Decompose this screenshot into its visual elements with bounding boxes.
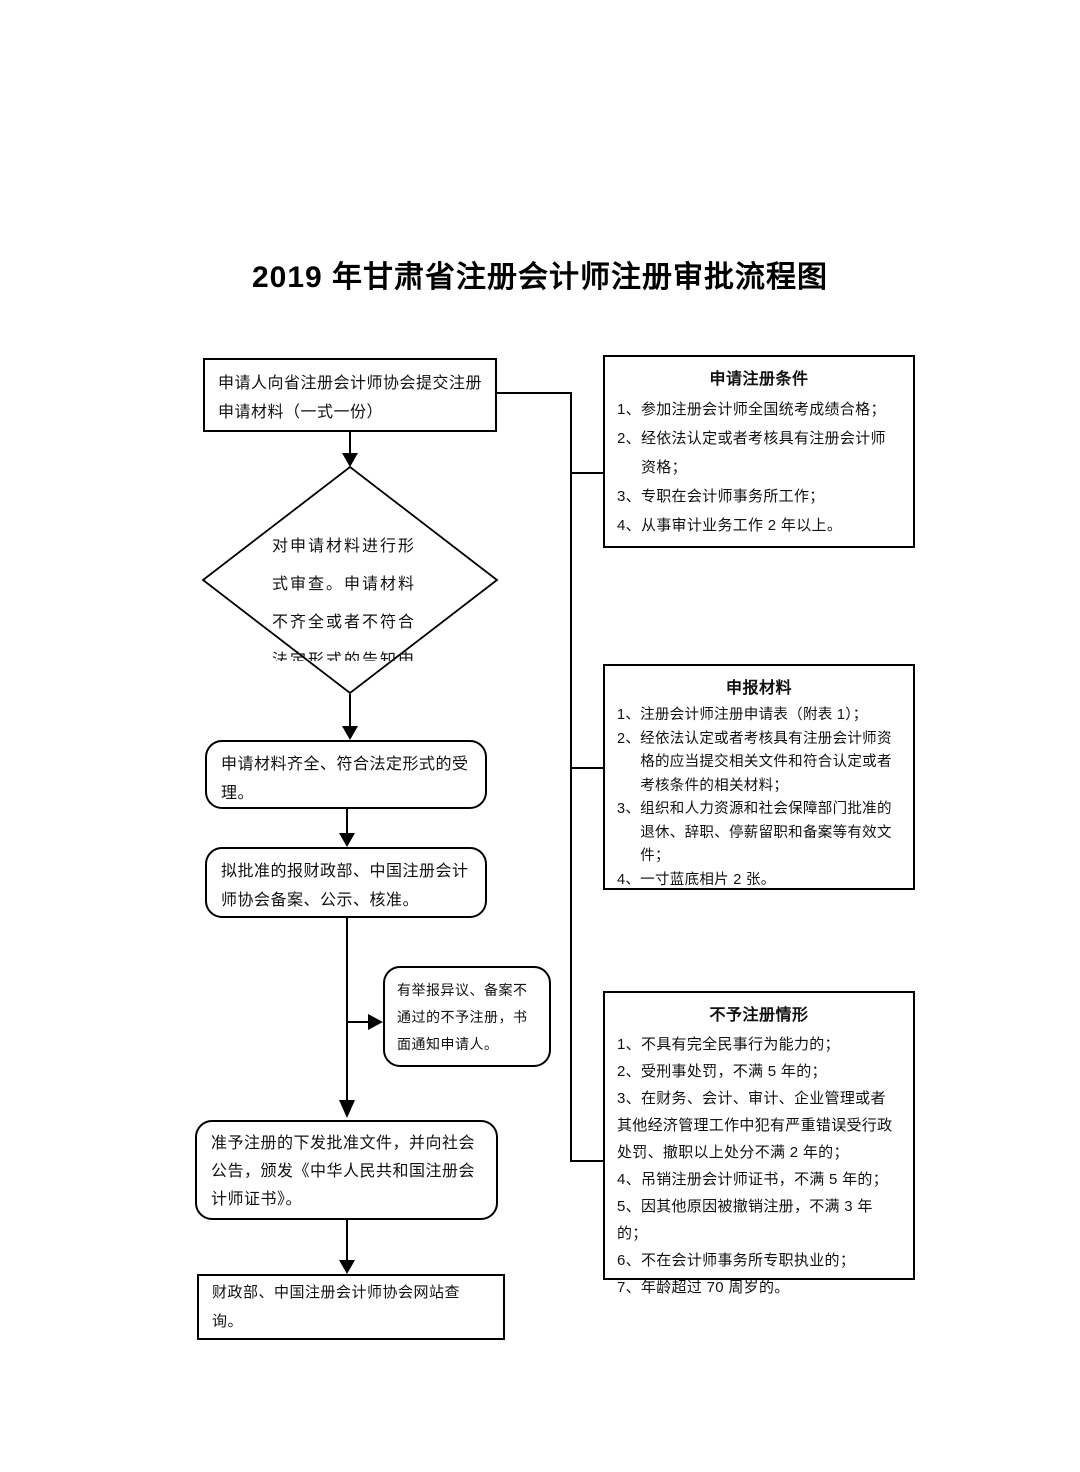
step-approval-filing: 拟批准的报财政部、中国注册会计师协会备案、公示、核准。 [205,847,487,918]
material-item-2: 2、经依法认定或者考核具有注册会计师资格的应当提交相关文件和符合认定或者考核条件… [617,730,892,794]
arrow-approve-to-grant-head [339,1100,355,1118]
condition-item-4: 4、从事审计业务工作 2 年以上。 [617,517,843,534]
step-website-query-label: 财政部、中国注册会计师协会网站查询。 [212,1284,461,1330]
step-rejection-notice-label: 有举报异议、备案不通过的不予注册，书面通知申请人。 [397,982,528,1052]
step-website-query: 财政部、中国注册会计师协会网站查询。 [197,1274,505,1340]
panel-denial-cases-title: 不予注册情形 [709,1007,809,1024]
arrow-branch-to-notify-head [368,1014,383,1030]
panel-application-materials: 申报材料 1、注册会计师注册申请表（附表 1）； 2、经依法认定或者考核具有注册… [603,664,915,890]
decision-formal-review: 对申请材料进行形式审查。申请材料不齐全或者不符合法定形式的告知申请 [272,528,432,661]
condition-item-3: 3、专职在会计师事务所工作； [617,488,825,505]
step-rejection-notice: 有举报异议、备案不通过的不予注册，书面通知申请人。 [383,966,551,1067]
arrow-accept-to-approve-head [339,833,355,847]
denial-item-3: 3、在财务、会计、审计、企业管理或者其他经济管理工作中犯有严重错误受行政处罚、撤… [617,1090,893,1161]
denial-item-5: 5、因其他原因被撤销注册，不满 3 年的； [617,1198,873,1242]
material-item-3: 3、组织和人力资源和社会保障部门批准的退休、辞职、停薪留职和备案等有效文件； [617,801,892,864]
arrow-grant-to-query-head [339,1260,355,1274]
step-approval-filing-label: 拟批准的报财政部、中国注册会计师协会备案、公示、核准。 [221,863,469,909]
denial-item-1: 1、不具有完全民事行为能力的； [617,1036,840,1053]
panel-registration-conditions-title: 申请注册条件 [709,371,809,388]
arrow-submit-to-review-head [342,453,358,467]
step-grant-certificate: 准予注册的下发批准文件，并向社会公告，颁发《中华人民共和国注册会计师证书》。 [195,1120,498,1220]
decision-formal-review-label: 对申请材料进行形式审查。申请材料不齐全或者不符合法定形式的告知申请 [272,538,417,661]
condition-item-2: 2、经依法认定或者考核具有注册会计师资格； [617,430,886,476]
panel-denial-cases: 不予注册情形 1、不具有完全民事行为能力的； 2、受刑事处罚，不满 5 年的； … [603,991,915,1296]
step-submit-materials-label: 申请人向省注册会计师协会提交注册申请材料（一式一份） [218,375,483,421]
panel-registration-conditions: 申请注册条件 1、参加注册会计师全国统考成绩合格； 2、经依法认定或者考核具有注… [603,355,915,548]
arrow-review-to-accept-head [342,726,358,740]
material-item-1: 1、注册会计师注册申请表（附表 1）； [617,707,868,723]
step-acceptance-label: 申请材料齐全、符合法定形式的受理。 [221,756,469,802]
condition-item-1: 1、参加注册会计师全国统考成绩合格； [617,401,886,418]
step-submit-materials: 申请人向省注册会计师协会提交注册申请材料（一式一份） [203,358,497,432]
denial-item-2: 2、受刑事处罚，不满 5 年的； [617,1063,827,1080]
denial-item-6: 6、不在会计师事务所专职执业的； [617,1252,856,1269]
step-acceptance: 申请材料齐全、符合法定形式的受理。 [205,740,487,809]
panel-application-materials-title: 申报材料 [725,680,792,697]
material-item-4: 4、一寸蓝底相片 2 张。 [617,871,776,888]
denial-item-4: 4、吊销注册会计师证书，不满 5 年的； [617,1171,889,1188]
step-grant-certificate-label: 准予注册的下发批准文件，并向社会公告，颁发《中华人民共和国注册会计师证书》。 [211,1135,476,1208]
page-title: 2019 年甘肃省注册会计师注册审批流程图 [251,261,829,294]
denial-item-7: 7、年龄超过 70 周岁的。 [617,1279,790,1296]
